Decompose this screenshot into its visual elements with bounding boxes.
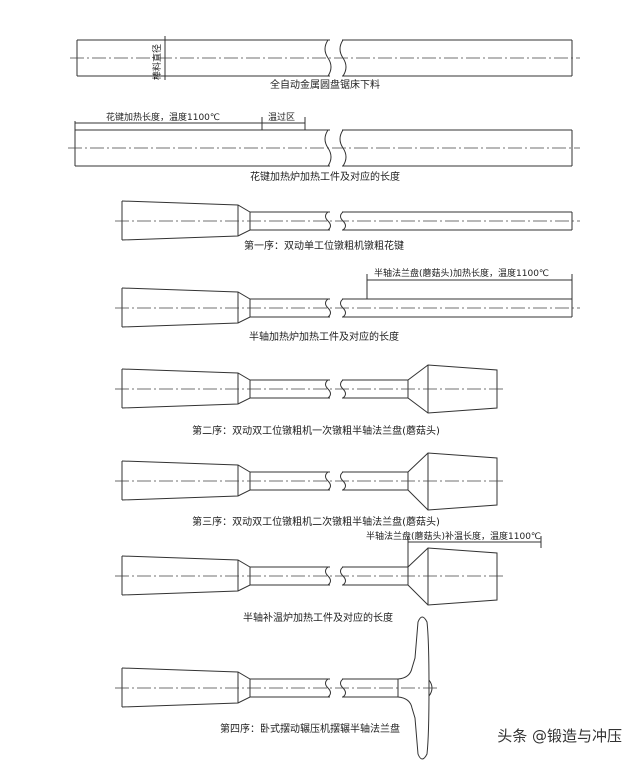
watermark: 头条 @锻造与冲压 xyxy=(497,727,622,745)
step8-orbital-forging: 第四序：卧式摆动辗压机摆辗半轴法兰盘 xyxy=(115,616,440,760)
step3-caption: 第一序：双动单工位镦粗机镦粗花键 xyxy=(244,239,404,252)
step2-caption: 花键加热炉加热工件及对应的长度 xyxy=(250,170,400,183)
step3-first-upset: 第一序：双动单工位镦粗机镦粗花键 xyxy=(115,200,580,252)
step4-dim-flange: 半轴法兰盘(蘑菇头)加热长度，温度1100℃ xyxy=(374,267,549,279)
step1-blank: 棒料直径 全自动金属圆盘锯床下料 xyxy=(70,36,580,91)
step4-caption: 半轴加热炉加热工件及对应的长度 xyxy=(249,330,399,343)
step4-heating: 半轴法兰盘(蘑菇头)加热长度，温度1100℃ 半轴加热炉加热工件及对应的长度 xyxy=(115,267,580,343)
step7-caption: 半轴补温炉加热工件及对应的长度 xyxy=(243,611,393,624)
step1-caption: 全自动金属圆盘锯床下料 xyxy=(270,78,380,91)
step6-flange-upset-2: 第三序：双动双工位镦粗机二次镦粗半轴法兰盘(蘑菇头) xyxy=(115,452,505,528)
step5-caption: 第二序：双动双工位镦粗机一次镦粗半轴法兰盘(蘑菇头) xyxy=(192,424,440,437)
step6-caption: 第三序：双动双工位镦粗机二次镦粗半轴法兰盘(蘑菇头) xyxy=(192,515,440,528)
step5-flange-upset-1: 第二序：双动双工位镦粗机一次镦粗半轴法兰盘(蘑菇头) xyxy=(115,364,505,437)
step2-dim-transition: 温过区 xyxy=(268,111,295,123)
step8-caption: 第四序：卧式摆动辗压机摆辗半轴法兰盘 xyxy=(220,722,400,735)
step2-heating: 花键加热长度，温度1100℃ 温过区 花键加热炉加热工件及对应的长度 xyxy=(68,111,580,183)
step2-dim-spline: 花键加热长度，温度1100℃ xyxy=(106,111,220,123)
step1-note: 棒料直径 xyxy=(151,44,163,80)
step7-dim-flange: 半轴法兰盘(蘑菇头)补温长度，温度1100℃ xyxy=(366,530,541,542)
step7-reheating: 半轴法兰盘(蘑菇头)补温长度，温度1100℃ 半轴补温炉加热工件及对应的长度 xyxy=(115,530,542,624)
